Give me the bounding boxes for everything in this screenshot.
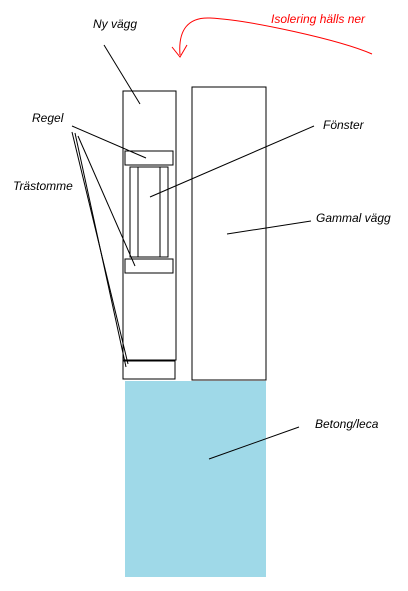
leader-trastomme-b <box>74 132 127 368</box>
label-ny-vagg: Ny vägg <box>93 17 138 31</box>
concrete-foundation <box>125 381 266 577</box>
leader-fonster <box>149 125 315 198</box>
label-isolering: Isolering hälls ner <box>271 12 366 26</box>
old-wall <box>191 86 267 381</box>
leader-betong <box>208 426 300 460</box>
label-regel: Regel <box>32 111 64 125</box>
window-inner <box>137 166 161 258</box>
leader-regel-upper <box>71 125 147 159</box>
label-betong: Betong/leca <box>315 417 379 431</box>
label-gammal-vagg: Gammal vägg <box>316 211 391 225</box>
stud-lower <box>124 258 174 274</box>
leader-gammal-vagg <box>226 220 312 235</box>
new-wall <box>122 90 177 361</box>
leader-regel-lower <box>77 135 136 267</box>
bottom-plate <box>122 360 176 380</box>
label-fonster: Fönster <box>323 118 364 132</box>
pour-arrowhead <box>171 44 188 58</box>
label-trastomme: Trästomme <box>13 179 73 193</box>
leader-ny-vagg <box>103 44 141 105</box>
stud-upper <box>124 150 174 166</box>
pour-arrow <box>179 17 373 56</box>
